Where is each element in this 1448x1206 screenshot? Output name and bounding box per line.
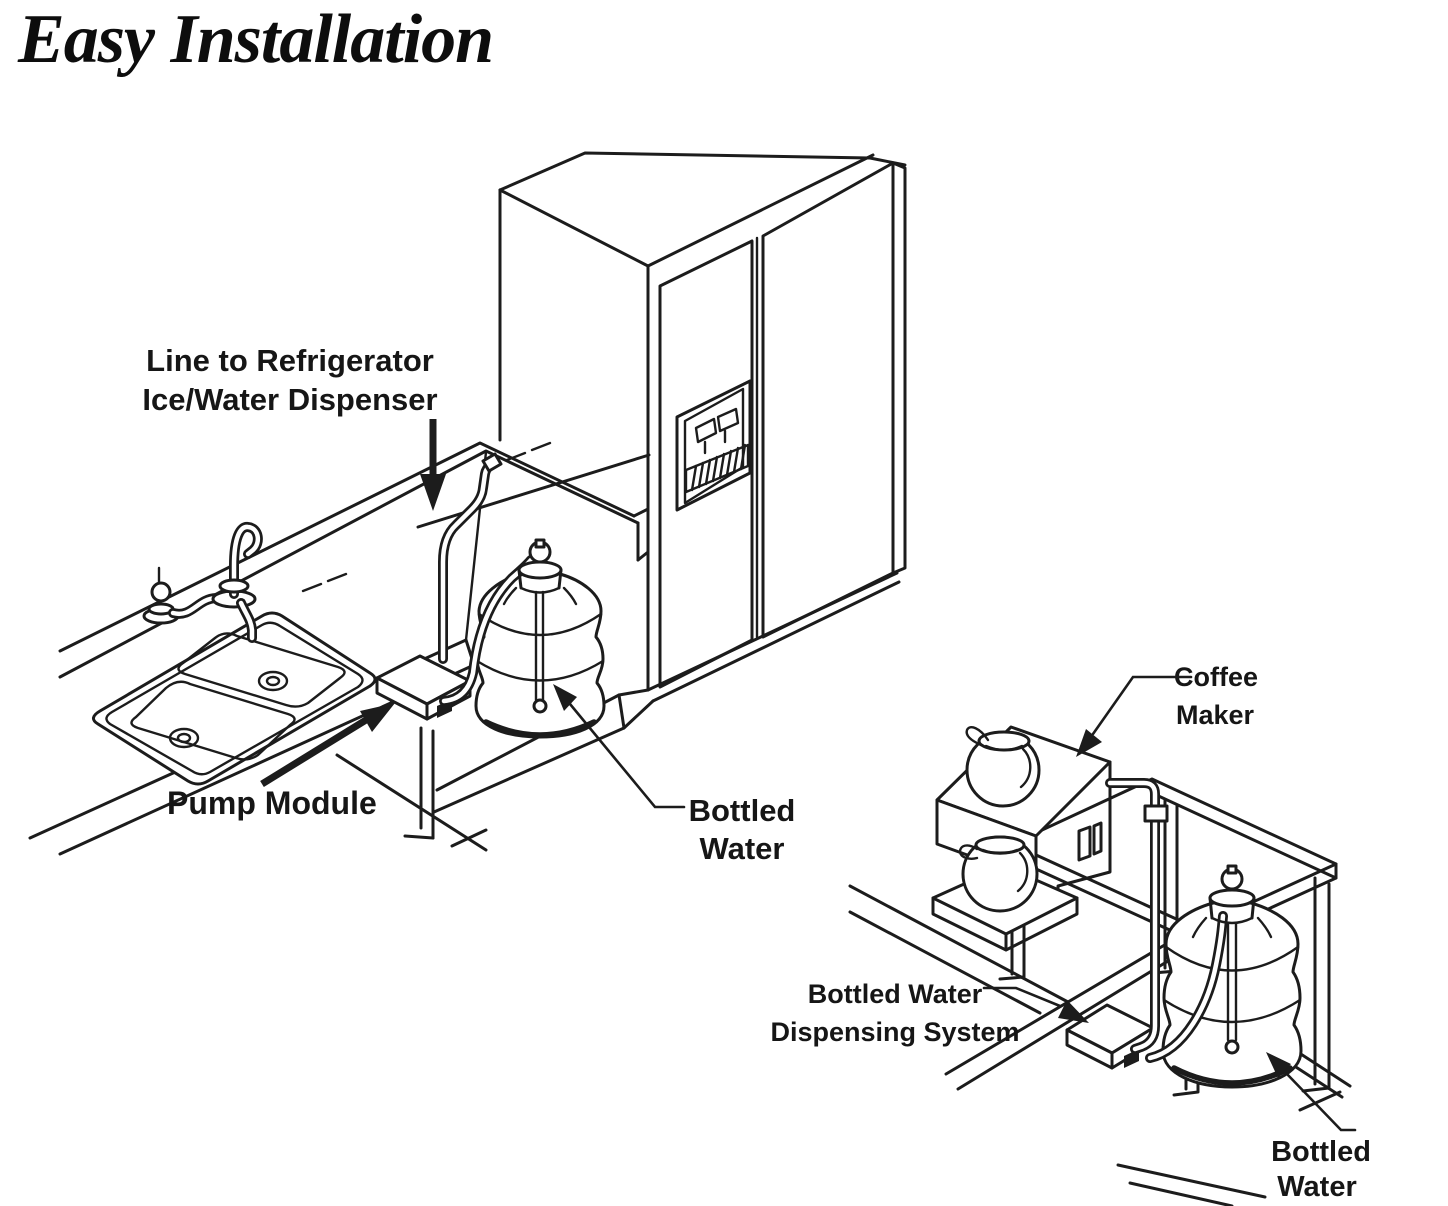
arrow-to-bottle-icon [553,684,577,711]
arrow-to-bottle-right-icon [1266,1052,1291,1078]
label-dispensing-system: Bottled Water Dispensing System [770,979,1089,1047]
bottled-water-label-line1: Bottled [689,793,796,828]
arrow-to-pump-icon [260,717,368,787]
carafe-handle [1016,851,1029,893]
coffee-maker [931,725,1112,952]
dispenser-paddle [694,417,718,444]
sink-bowl [130,680,296,761]
label-bottled-water-left: Bottled Water [553,684,795,866]
arrow-to-pump-right-icon [1058,1000,1089,1023]
pump-module [375,654,472,721]
arrow-to-coffee-maker-icon [1076,729,1102,757]
coffee-carafe-top [965,726,1041,808]
label-coffee-maker: Coffee Maker [1076,662,1258,757]
page-title: Easy Installation [17,1,493,78]
label-pump-module: Pump Module [167,703,395,821]
dip-tube [1226,922,1238,1042]
pump-module-label: Pump Module [167,785,377,821]
hidden-line-dashes [505,441,552,462]
carafe-spout [965,726,990,747]
sink-bowl [177,632,346,708]
sink-drain [168,727,200,749]
label-bottled-water-right: Bottled Water [1266,1052,1371,1203]
carafe-spout [958,844,979,860]
tube-coupling [1143,804,1169,823]
label-line1: Line to Refrigerator [146,343,434,378]
system-label-line1: Bottled Water [808,979,983,1009]
bottled-water-right-line1: Bottled [1271,1136,1371,1168]
coffee-maker-switch [1077,825,1092,862]
coffee-maker-label-line2: Maker [1176,700,1255,730]
bottle-cap-right [1208,864,1256,925]
refrigerator [498,151,907,730]
sink-drain [257,670,289,692]
dispenser-drip-grate [684,443,750,494]
floor-lines-left [335,453,651,852]
dip-tube [534,590,545,702]
water-tubing [438,441,552,664]
refrigerator-base [617,571,901,730]
tube-fitting [481,452,503,473]
sink [92,611,377,786]
pump-module-right [1065,1003,1155,1070]
label-line2: Ice/Water Dispenser [142,382,437,417]
label-line-to-refrigerator: Line to Refrigerator Ice/Water Dispenser [142,343,446,511]
water-tubing-right [1105,778,1169,1054]
kitchen-scene: Line to Refrigerator Ice/Water Dispenser… [28,151,907,866]
bottled-water-right-line2: Water [1277,1171,1357,1203]
dispenser-paddle [716,407,740,433]
system-label-line2: Dispensing System [770,1017,1019,1047]
coffee-carafe-bottom [958,835,1039,913]
gooseneck-faucet [211,522,348,643]
carafe-handle [1019,747,1032,789]
coffee-scene: Coffee Maker Bottled Water Dispensing Sy… [770,662,1371,1206]
tube-to-bottle-right [1145,911,1228,1063]
bottled-water-label-line2: Water [700,831,785,866]
ice-water-dispenser [675,379,752,512]
bottle-cap [517,538,563,594]
